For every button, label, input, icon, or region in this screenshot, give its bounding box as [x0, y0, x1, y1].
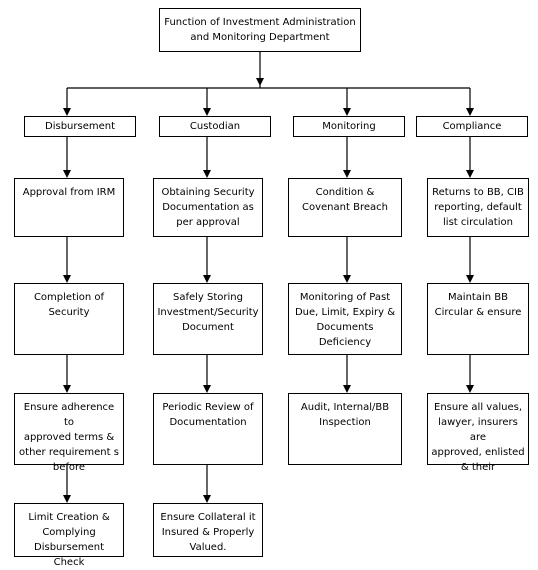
step-box: Audit, Internal/BB Inspection: [288, 393, 402, 465]
column-head-disbursement: Disbursement: [24, 116, 136, 137]
step-box: Monitoring of Past Due, Limit, Expiry & …: [288, 283, 402, 355]
step-box: Maintain BB Circular & ensure: [427, 283, 529, 355]
connector-lines: [63, 52, 474, 503]
step-box: Periodic Review of Documentation: [153, 393, 263, 465]
step-box: Ensure Collateral it Insured & Properly …: [153, 503, 263, 557]
column-head-monitoring: Monitoring: [293, 116, 405, 137]
column-head-compliance: Compliance: [416, 116, 528, 137]
step-box: Returns to BB, CIB reporting, default li…: [427, 178, 529, 237]
step-box: Limit Creation & Complying Disbursement …: [14, 503, 124, 568]
org-chart: Function of Investment Administration an…: [14, 8, 529, 568]
root-box: Function of Investment Administration an…: [159, 8, 361, 52]
step-box: Condition & Covenant Breach: [288, 178, 402, 237]
step-box: Ensure adherence to approved terms & oth…: [14, 393, 124, 473]
root-label: Function of Investment Administration an…: [164, 17, 356, 43]
step-box: Approval from IRM: [14, 178, 124, 237]
step-box: Ensure all values, lawyer, insurers are …: [427, 393, 529, 473]
column-head-custodian: Custodian: [159, 116, 271, 137]
step-box: Obtaining Security Documentation as per …: [153, 178, 263, 237]
step-box: Safely Storing Investment/Security Docum…: [153, 283, 263, 355]
step-box: Completion of Security: [14, 283, 124, 355]
